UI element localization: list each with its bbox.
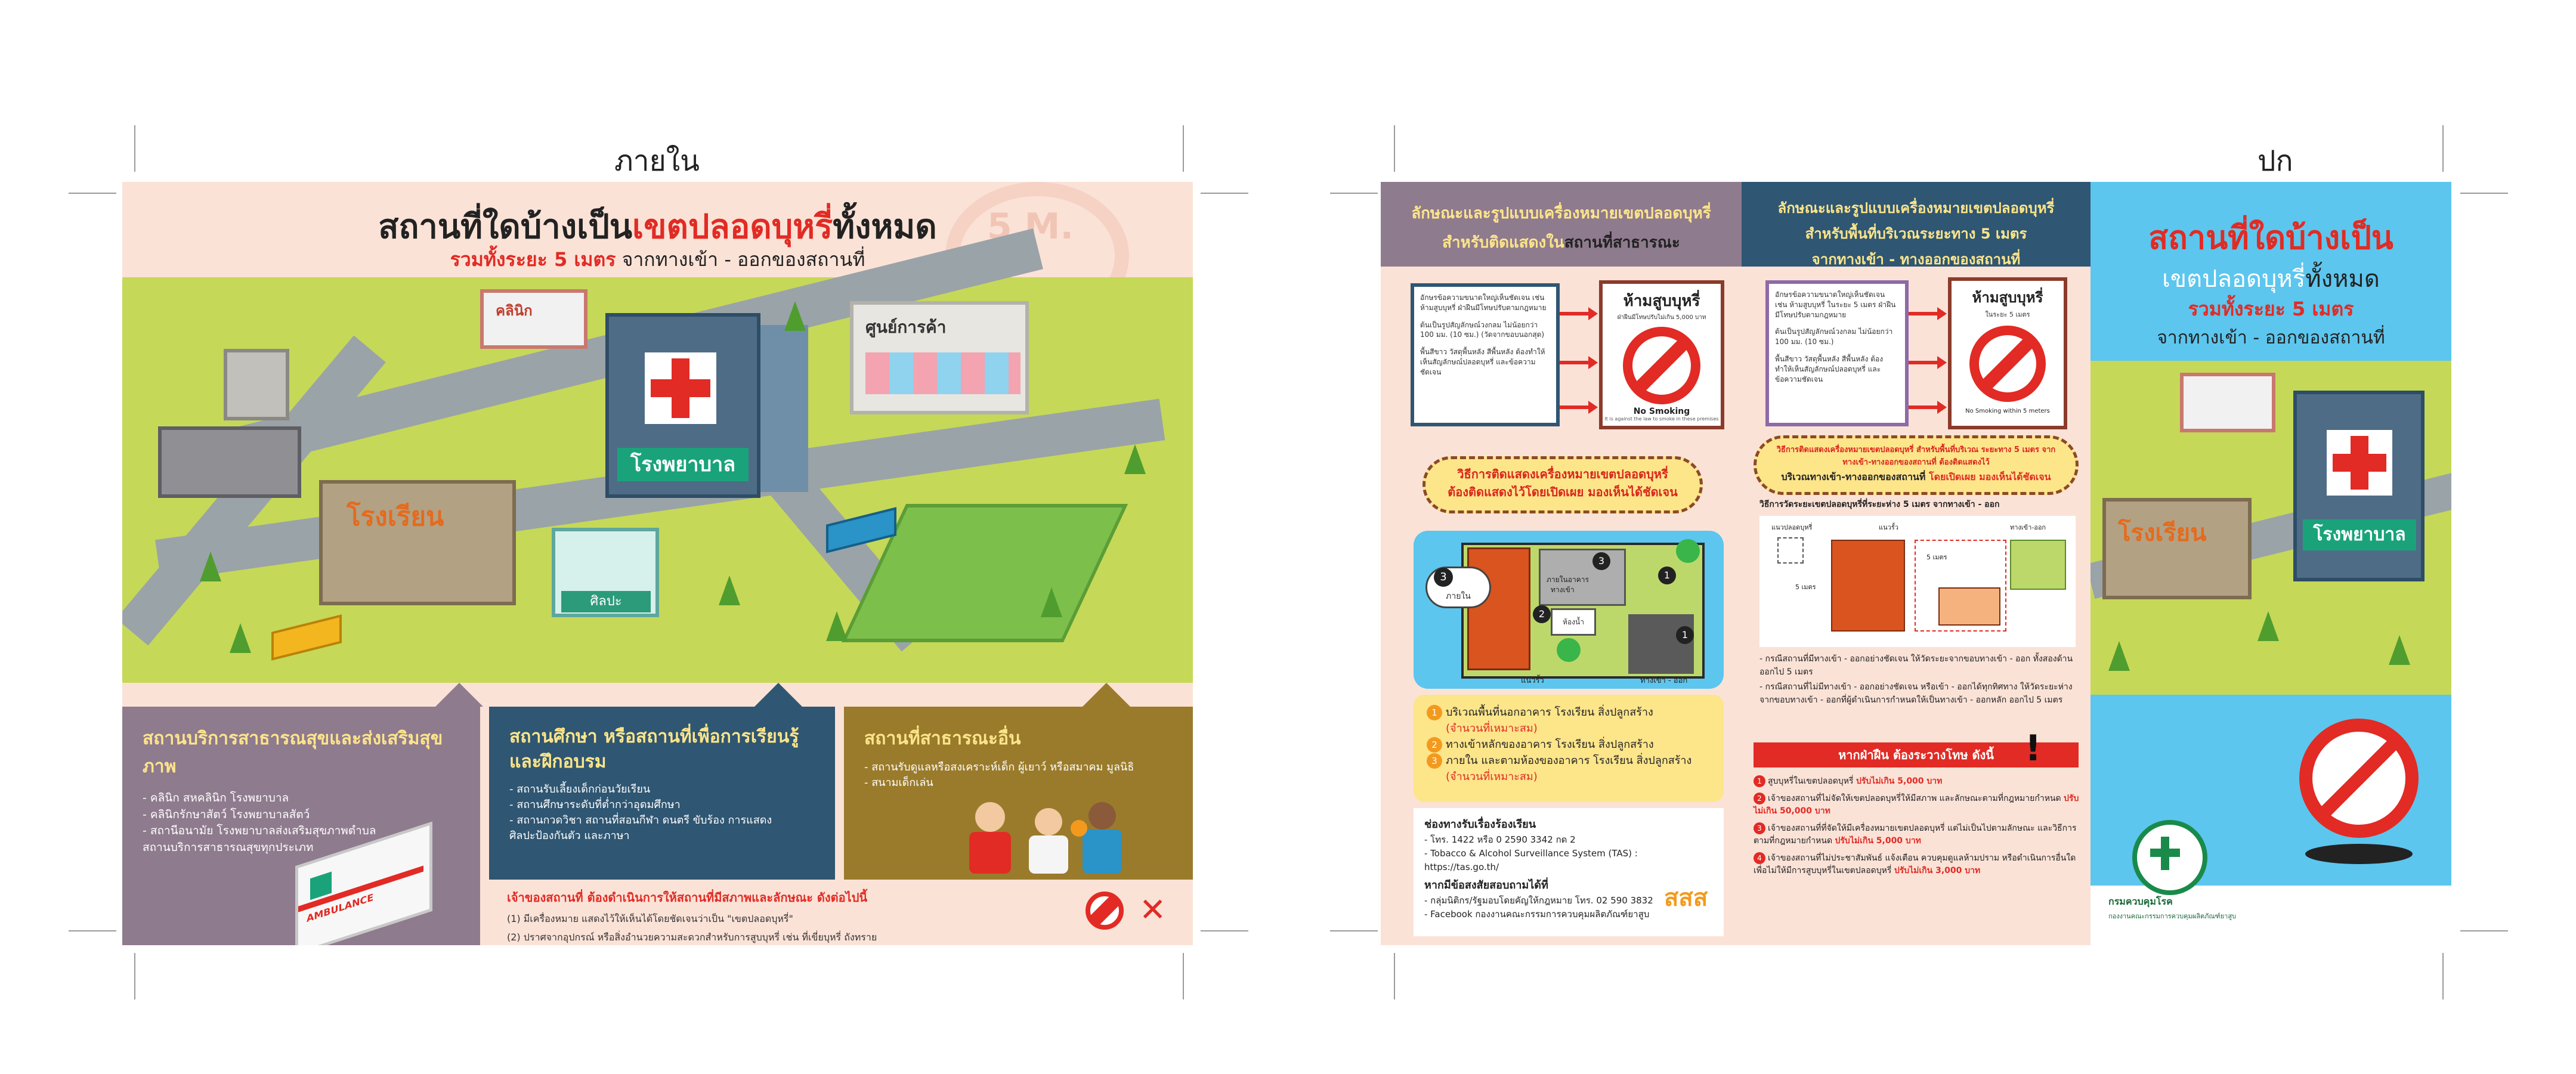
school-sign: โรงเรียน (347, 502, 444, 532)
penalty-banner: หากฝ่าฝืน ต้องระวางโทษ ดังนี้ (1754, 742, 2079, 767)
cover-org-name: กรมควบคุมโรค (2108, 896, 2173, 907)
inside-title: สถานที่ใดบ้างเป็นเขตปลอดบุหรี่ทั้งหมด (378, 208, 937, 246)
cover-subtitle-1: รวมทั้งระยะ 5 เมตร (2188, 298, 2354, 320)
inside-spread: สถานที่ใดบ้างเป็นเขตปลอดบุหรี่ทั้งหมด รว… (122, 182, 1193, 945)
section-education: สถานศึกษา หรือสถานที่เพื่อการเรียนรู้และ… (489, 707, 835, 880)
owner-note-item: (1) มีเครื่องหมาย แสดงไว้ให้เห็นได้โดยชั… (507, 913, 793, 924)
health-item: - คลินิก สหคลินิก โรงพยาบาล (143, 791, 289, 804)
clinic-sign: คลินิก (496, 302, 533, 319)
inside-label: ภายใน (614, 144, 700, 178)
health-item: สถานบริการสาธารณสุขทุกประเภท (143, 840, 314, 854)
col1-contact: ช่องทางรับเรื่องร้องเรียน - โทร. 1422 หร… (1414, 808, 1724, 936)
cover-title-line1: สถานที่ใดบ้างเป็น (2148, 219, 2393, 256)
thaihealth-logo: สสส (1664, 884, 1708, 912)
mall-sign: ศูนย์การค้า (865, 317, 947, 337)
nosmoking-circle-icon (1623, 327, 1700, 404)
col2-diagram-caption: วิธีการวัดระยะเขตปลอดบุหรี่ที่ระยะห่าง 5… (1759, 500, 2000, 509)
nosmoking-circle-icon (1969, 326, 2046, 402)
section-health: สถานบริการสาธารณสุขและส่งเสริมสุขภาพ - ค… (122, 707, 480, 945)
art-sign: ศิลปะ (561, 591, 651, 612)
col1-pill: วิธีการติดแสดงเครื่องหมายเขตปลอดบุหรี่ ต… (1422, 456, 1703, 513)
info-column-2: ลักษณะและรูปแบบเครื่องหมายเขตปลอดบุหรี่ … (1742, 182, 2091, 945)
cover-subtitle-2: จากทางเข้า - ออกของสถานที่ (2157, 327, 2385, 348)
kids-playing-illustration (963, 796, 1130, 874)
owner-note-title: เจ้าของสถานที่ ต้องดำเนินการให้สถานที่มี… (507, 890, 868, 905)
cover-hospital-sign: โรงพยาบาล (2303, 519, 2416, 550)
section-education-title: สถานศึกษา หรือสถานที่เพื่อการเรียนรู้และ… (509, 726, 799, 772)
col2-distance-diagram: แนวปลอดบุหรี่ แนวรั้ว ทางเข้า-ออก 5 เมตร… (1759, 516, 2076, 647)
exclamation-icon: ! (2025, 728, 2042, 769)
section-health-title: สถานบริการสาธารณสุขและส่งเสริมสุขภาพ (143, 728, 443, 777)
section-public-title: สถานที่สาธารณะอื่น (864, 728, 1021, 749)
public-item: - สถานรับดูแลหรือสงเคราะห์เด็ก ผู้เยาว์ … (864, 761, 1134, 773)
cover-city-illustration: โรงพยาบาล โรงเรียน (2091, 361, 2451, 695)
cover-school-sign: โรงเรียน (2118, 519, 2207, 547)
inside-subtitle: รวมทั้งระยะ 5 เมตร จากทางเข้า - ออกของสถ… (450, 248, 865, 271)
public-item: - สนามเด็กเล่น (864, 776, 933, 790)
cover-footer (2091, 886, 2451, 945)
cover-title-line2: เขตปลอดบุหรี่ทั้งหมด (2162, 265, 2380, 293)
cover-label: ปก (2258, 144, 2293, 178)
cover-nosmoking-icon (2299, 719, 2419, 838)
owner-note-item: (2) ปราศจากอุปกรณ์ หรือสิ่งอำนวยความสะดว… (507, 931, 877, 943)
col1-floorplan: ภายในอาคาร ห้องน้ำ ทางเข้า ภายใน 3 3 2 1… (1414, 531, 1724, 689)
no-ashtray-icon: ✕ (1139, 891, 1167, 928)
no-smoking-icon (1086, 892, 1124, 930)
section-public: สถานที่สาธารณะอื่น - สถานรับดูแลหรือสงเค… (844, 707, 1193, 880)
cover-column: สถานที่ใดบ้างเป็น เขตปลอดบุหรี่ทั้งหมด ร… (2091, 182, 2451, 945)
shadow-hole (2305, 844, 2413, 864)
cover-org-sub: กองงานคณะกรรมการควบคุมผลิตภัณฑ์ยาสูบ (2108, 912, 2237, 920)
col1-nosmoking-sign: ห้ามสูบบุหรี่ ฝ่าฝืนมีโทษปรับไม่เกิน 5,0… (1599, 280, 1724, 429)
education-item: - สถานกวดวิชา สถานที่สอนกีฬา ดนตรี ขับร้… (509, 814, 772, 827)
col2-spec-box: อักษรข้อความขนาดใหญ่เห็นชัดเจน เช่น ห้าม… (1765, 280, 1909, 426)
col2-nosmoking-sign: ห้ามสูบบุหรี่ ในระยะ 5 เมตร No Smoking w… (1948, 277, 2067, 429)
col1-spec-box: อักษรข้อความขนาดใหญ่เห็นชัดเจน เช่น ห้าม… (1411, 283, 1560, 426)
education-item: - สถานศึกษาระดับที่ต่ำกว่าอุดมศึกษา (509, 798, 681, 812)
hospital-sign: โรงพยาบาล (617, 448, 749, 481)
city-illustration: โรงพยาบาล โรงเรียน ศูนย์การค้า คลินิก ศิ… (122, 228, 1193, 683)
health-item: - สถานีอนามัย โรงพยาบาลส่งเสริมสุขภาพตำบ… (143, 824, 376, 838)
col1-header: ลักษณะและรูปแบบเครื่องหมายเขตปลอดบุหรี่ … (1381, 182, 1742, 267)
owner-note: เจ้าของสถานที่ ต้องดำเนินการให้สถานที่มี… (489, 880, 1193, 945)
health-item: - คลินิกรักษาสัตว์ โรงพยาบาลสัตว์ (143, 807, 310, 821)
col2-header: ลักษณะและรูปแบบเครื่องหมายเขตปลอดบุหรี่ … (1742, 182, 2091, 268)
col2-rules: - กรณีสถานที่มีทางเข้า - ออกอย่างชัดเจน … (1759, 654, 2073, 705)
col2-pill: วิธีการติดแสดงเครื่องหมายเขตปลอดบุหรี่ ส… (1754, 435, 2079, 495)
info-column-1: ลักษณะและรูปแบบเครื่องหมายเขตปลอดบุหรี่ … (1381, 182, 1742, 945)
education-item: ศิลปะป้องกันตัว และภาษา (509, 830, 630, 843)
ddc-logo-icon (2132, 820, 2207, 895)
education-item: - สถานรับเลี้ยงเด็กก่อนวัยเรียน (509, 783, 651, 796)
